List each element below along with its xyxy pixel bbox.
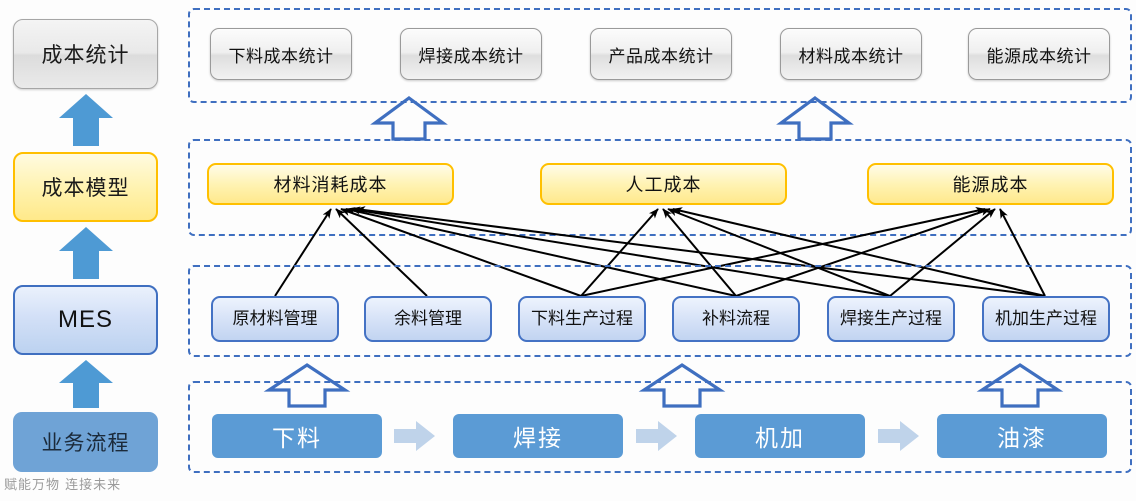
hollow-arrow-up-stats-1 [370, 96, 448, 141]
proc-box-machining[interactable]: 机加生产过程 [982, 296, 1110, 342]
pillar-arrow-up-3 [59, 360, 113, 408]
stat-box-cailiao[interactable]: 材料成本统计 [780, 28, 922, 80]
stat-box-label: 下料成本统计 [228, 46, 334, 66]
pillar-label: MES [57, 306, 113, 333]
flow-box-label: 机加 [755, 425, 805, 451]
stat-box-xialiao[interactable]: 下料成本统计 [210, 28, 352, 80]
stat-box-label: 焊接成本统计 [418, 46, 524, 66]
pillar-label: 成本统计 [41, 44, 130, 67]
group-mes-processes [188, 265, 1132, 357]
proc-box-surplus-material[interactable]: 余料管理 [364, 296, 492, 342]
proc-box-raw-material[interactable]: 原材料管理 [211, 296, 339, 342]
flow-chevron-icon-2 [636, 421, 677, 451]
proc-box-label: 原材料管理 [232, 308, 318, 328]
hollow-arrow-up-stats-2 [776, 96, 854, 141]
pillar-arrow-up-1 [59, 94, 113, 146]
stat-box-label: 产品成本统计 [608, 46, 714, 66]
proc-box-replenish[interactable]: 补料流程 [672, 296, 800, 342]
proc-box-cutting[interactable]: 下料生产过程 [518, 296, 646, 342]
flow-box-cutting[interactable]: 下料 [212, 414, 382, 458]
proc-box-label: 焊接生产过程 [840, 308, 942, 328]
watermark-text: 赋能万物 连接未来 [4, 478, 122, 493]
cost-box-label: 能源成本 [952, 175, 1029, 195]
flow-chevron-icon-1 [394, 421, 435, 451]
flow-box-label: 油漆 [997, 425, 1047, 451]
hollow-arrow-up-mes-1 [263, 363, 351, 408]
flow-box-label: 下料 [272, 425, 322, 451]
proc-box-label: 余料管理 [394, 308, 462, 328]
hollow-arrow-up-mes-2 [638, 363, 726, 408]
stat-box-hanjie[interactable]: 焊接成本统计 [400, 28, 542, 80]
hollow-arrow-up-mes-3 [976, 363, 1064, 408]
flow-box-painting[interactable]: 油漆 [937, 414, 1107, 458]
pillar-item-cost-statistics[interactable]: 成本统计 [13, 19, 158, 89]
proc-box-label: 机加生产过程 [995, 308, 1097, 328]
pillar-item-mes[interactable]: MES [13, 285, 158, 355]
flow-box-machining[interactable]: 机加 [695, 414, 865, 458]
cost-box-labor[interactable]: 人工成本 [540, 163, 787, 205]
stat-box-label: 能源成本统计 [986, 46, 1092, 66]
pillar-label: 成本模型 [41, 177, 130, 200]
proc-box-welding[interactable]: 焊接生产过程 [827, 296, 955, 342]
pillar-label: 业务流程 [41, 432, 130, 455]
group-business-flow [188, 381, 1132, 473]
proc-box-label: 补料流程 [702, 308, 770, 328]
stat-box-label: 材料成本统计 [798, 46, 904, 66]
pillar-item-business-flow[interactable]: 业务流程 [13, 412, 158, 472]
pillar-arrow-up-2 [59, 227, 113, 279]
stat-box-chanpin[interactable]: 产品成本统计 [590, 28, 732, 80]
cost-box-material[interactable]: 材料消耗成本 [207, 163, 454, 205]
cost-box-label: 人工成本 [625, 175, 702, 195]
flow-chevron-icon-3 [878, 421, 919, 451]
proc-box-label: 下料生产过程 [531, 308, 633, 328]
cost-box-energy[interactable]: 能源成本 [867, 163, 1114, 205]
flow-box-welding[interactable]: 焊接 [453, 414, 623, 458]
cost-box-label: 材料消耗成本 [273, 175, 388, 195]
pillar-item-cost-model[interactable]: 成本模型 [13, 152, 158, 222]
flow-box-label: 焊接 [513, 425, 563, 451]
stat-box-nengyuan[interactable]: 能源成本统计 [968, 28, 1110, 80]
group-cost-statistics [188, 8, 1132, 103]
